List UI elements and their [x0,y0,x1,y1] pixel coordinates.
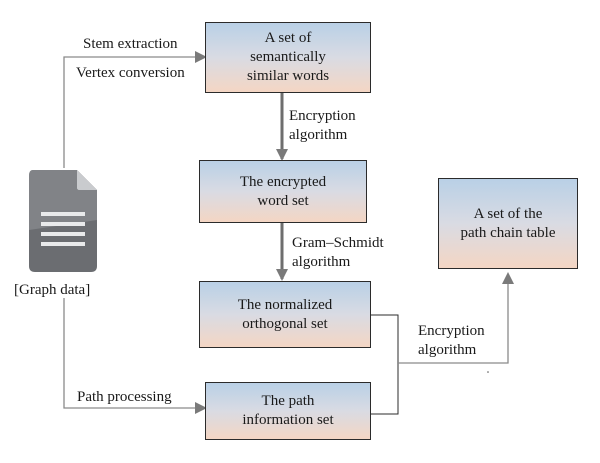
edge-label-gram-schmidt: Gram–Schmidt algorithm [292,235,384,270]
bracket-connector [371,314,399,415]
node-normalized-set-label: The normalized orthogonal set [237,296,333,332]
arrow-to-path-info [63,298,207,414]
stray-dot [487,371,489,373]
edge-label-stem-extraction: Stem extraction [83,36,178,52]
node-path-chain-table: A set of the path chain table [438,178,578,269]
node-encrypted-set-label: The encrypted word set [239,173,327,209]
edge-label-path-processing: Path processing [77,389,172,405]
arrow-to-semantic-words [63,51,207,168]
node-encrypted-set: The encrypted word set [199,160,367,223]
edge-label-vertex-conversion: Vertex conversion [76,65,185,81]
node-semantic-words-label: A set of semantically similar words [246,30,330,84]
node-normalized-set: The normalized orthogonal set [199,281,371,348]
node-path-chain-table-label: A set of the path chain table [460,205,556,241]
arrow-to-path-chain-table [398,272,514,364]
edge-label-encryption-2: Encryption algorithm [418,323,485,358]
node-path-info-set-label: The path information set [242,393,334,428]
edge-label-encryption-1: Encryption algorithm [289,108,356,143]
node-path-info-set: The path information set [205,382,371,440]
document-icon [29,170,97,272]
node-semantic-words: A set of semantically similar words [205,22,371,93]
graph-data-label: [Graph data] [14,282,91,298]
